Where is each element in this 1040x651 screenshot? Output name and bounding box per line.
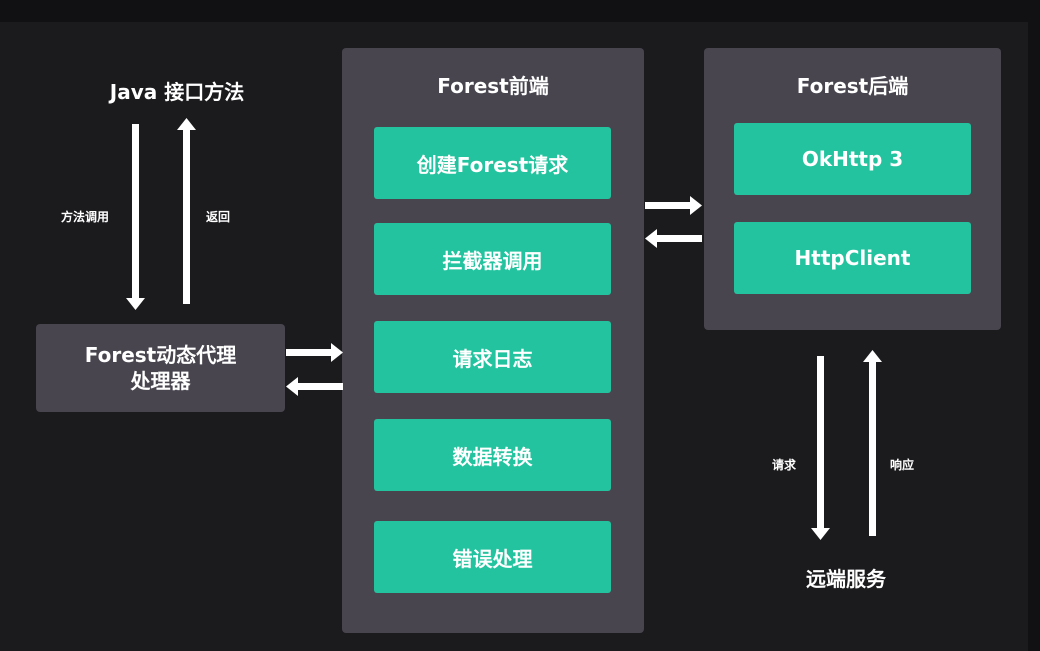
return-label: 返回 — [206, 210, 231, 224]
response-arrow — [863, 350, 882, 536]
httpclient-backend: HttpClient — [734, 222, 971, 294]
proxy-to-frontend-arrow — [286, 343, 343, 362]
create-request-step: 创建Forest请求 — [374, 127, 611, 199]
dynamic-proxy-handler-box: Forest动态代理 处理器 — [36, 324, 285, 412]
backend-to-frontend-arrow — [645, 229, 702, 248]
request-label: 请求 — [772, 458, 797, 472]
request-log-step: 请求日志 — [374, 321, 611, 393]
error-handling-step: 错误处理 — [374, 521, 611, 593]
dynamic-proxy-handler-label: Forest动态代理 处理器 — [36, 342, 285, 394]
proxy-label-line-2: 处理器 — [130, 369, 191, 393]
okhttp-backend: OkHttp 3 — [734, 123, 971, 195]
forest-frontend-title: Forest前端 — [437, 74, 549, 98]
frontend-to-backend-arrow — [645, 196, 702, 215]
response-label: 响应 — [890, 458, 915, 472]
interceptor-call-step: 拦截器调用 — [374, 223, 611, 295]
forest-backend-title: Forest后端 — [796, 74, 909, 98]
forest-backend-panel: Forest后端 OkHttp 3 HttpClient — [704, 48, 1001, 330]
request-arrow — [811, 356, 830, 540]
frontend-to-proxy-arrow — [286, 377, 343, 396]
method-call-arrow — [126, 124, 145, 310]
remote-service-label: 远端服务 — [806, 567, 886, 591]
method-call-label: 方法调用 — [61, 210, 110, 224]
java-interface-method-label: Java 接口方法 — [109, 80, 245, 104]
data-conversion-step: 数据转换 — [374, 419, 611, 491]
proxy-label-line-1: Forest动态代理 — [84, 343, 237, 367]
forest-frontend-panel: Forest前端 创建Forest请求 拦截器调用 请求日志 数据转换 错误处理 — [342, 48, 644, 633]
return-arrow — [177, 118, 196, 304]
